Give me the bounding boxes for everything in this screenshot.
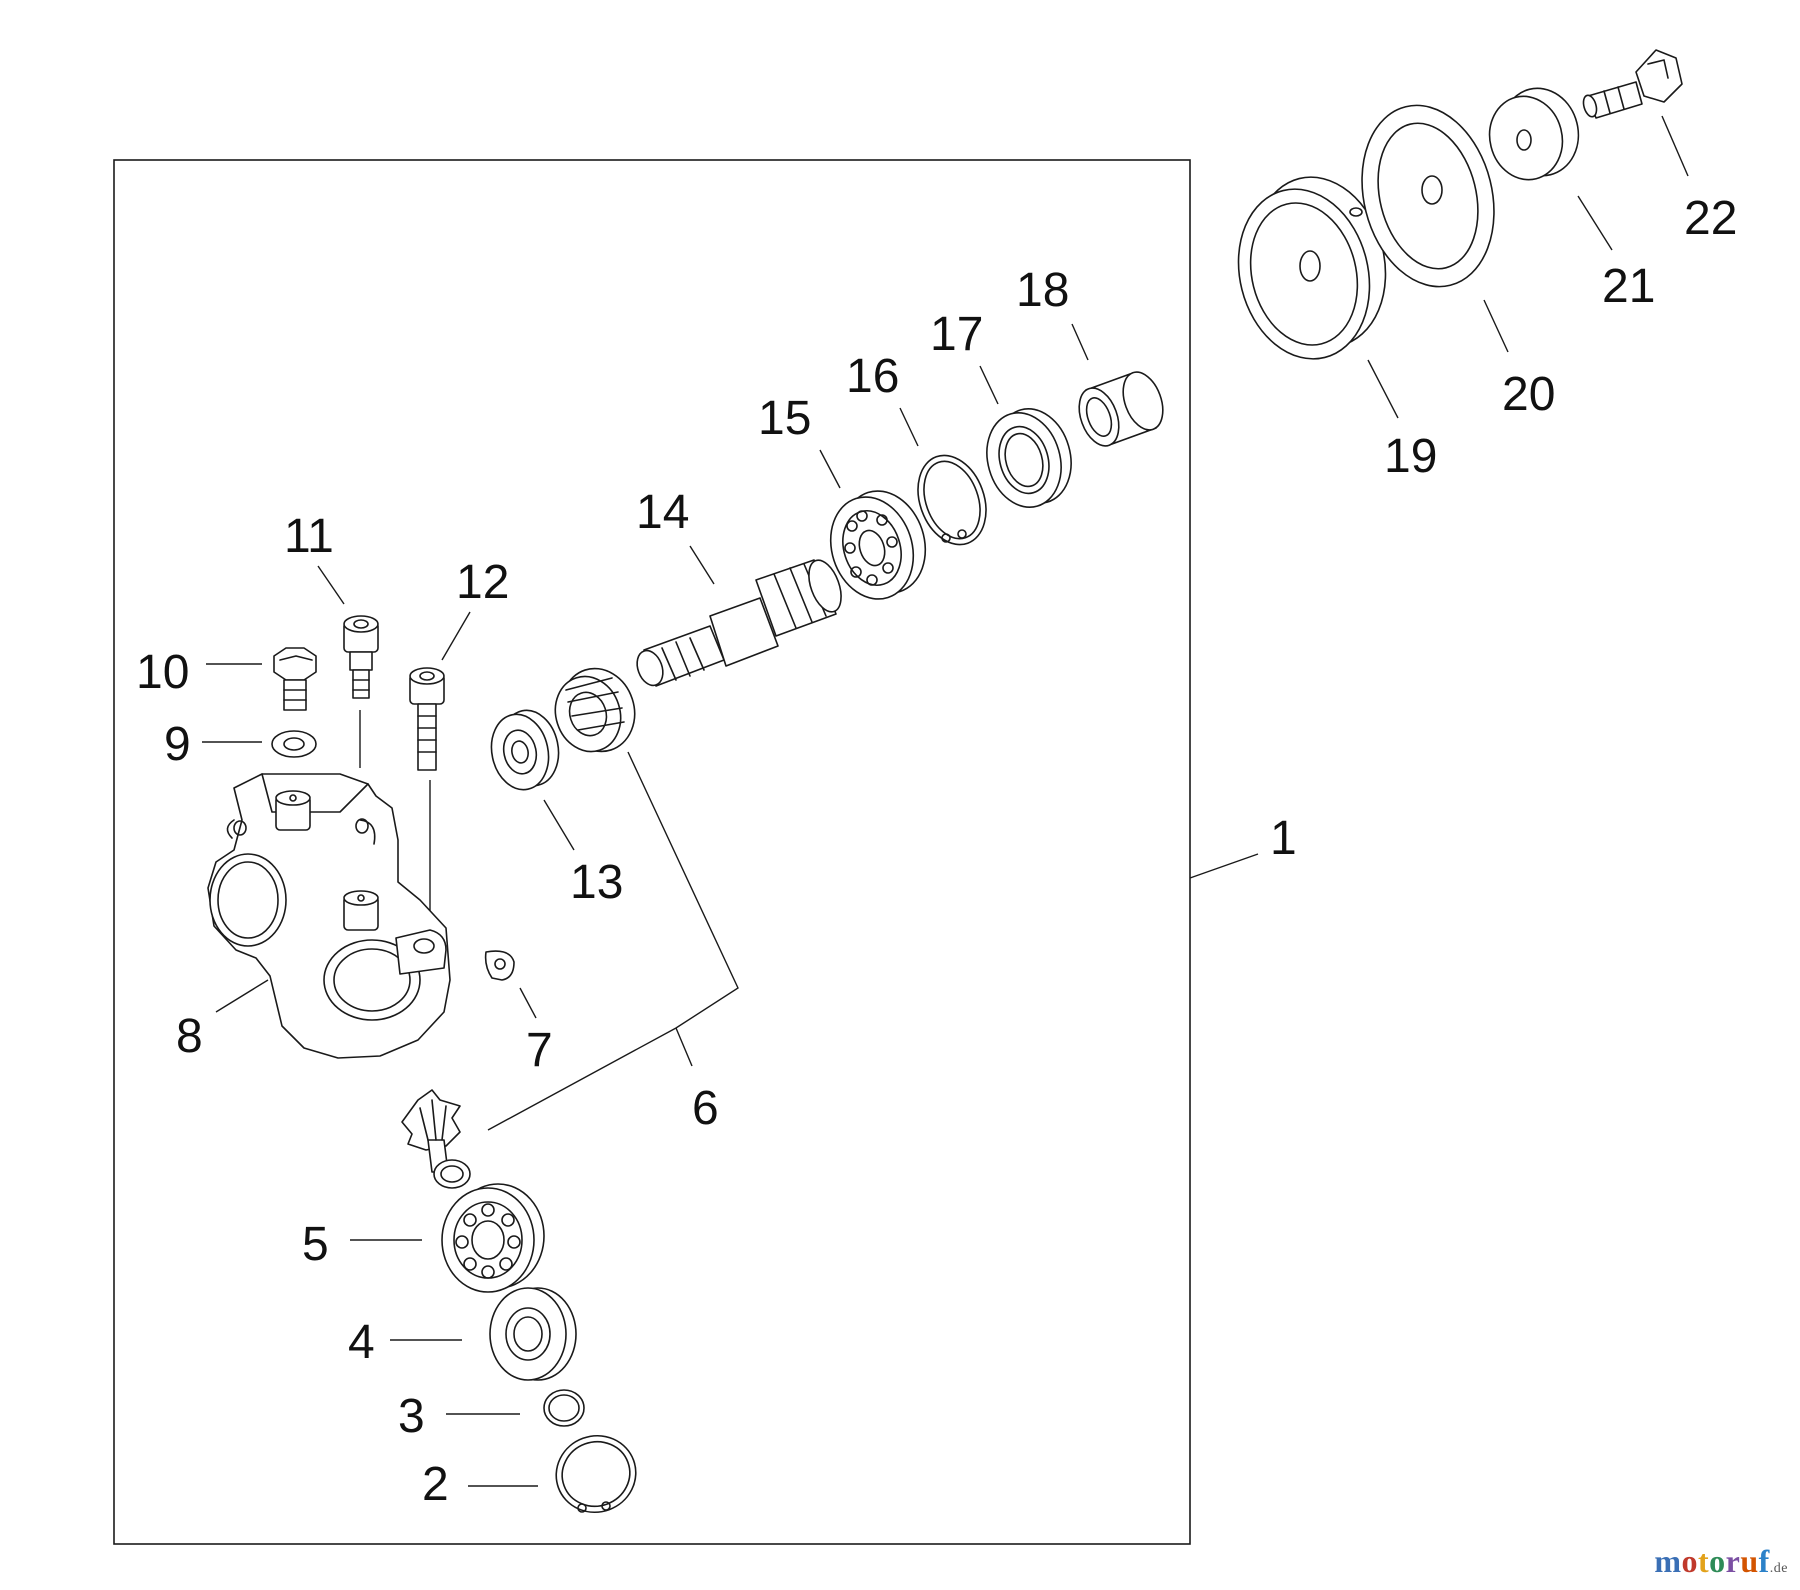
leader-8: [215, 979, 269, 1013]
motoruf-watermark-logo: motoruf.de: [1654, 1543, 1788, 1580]
part-15-ball-bearing: [829, 490, 927, 600]
part-5-ball-bearing: [441, 1183, 545, 1293]
part-7-plate: [484, 950, 515, 981]
part-9-washer: [271, 730, 317, 758]
leader-22: [1661, 115, 1689, 177]
assembly-frame: [113, 159, 1191, 1545]
part-11-socket-screw: [343, 615, 379, 699]
leader-12: [441, 611, 471, 661]
part-18-spacer: [1078, 371, 1164, 447]
callout-12: 12: [456, 556, 509, 609]
callout-6: 6: [692, 1082, 719, 1135]
leader-19: [1367, 359, 1399, 419]
part-4-bearing: [489, 1287, 577, 1381]
leader-17: [979, 365, 999, 405]
leader-lines: [202, 115, 1689, 1487]
callout-15: 15: [758, 392, 811, 445]
leader-15: [819, 449, 841, 489]
leader-7: [519, 987, 537, 1019]
watermark-letter: f: [1758, 1543, 1770, 1579]
callout-16: 16: [846, 350, 899, 403]
watermark-suffix: .de: [1769, 1561, 1788, 1576]
part-16-circlip: [917, 454, 987, 546]
callout-5: 5: [302, 1218, 329, 1271]
callout-10: 10: [136, 646, 189, 699]
callout-2: 2: [422, 1458, 449, 1511]
callout-11: 11: [284, 510, 334, 563]
watermark-letter: t: [1697, 1543, 1710, 1579]
leader-1: [1189, 853, 1259, 879]
watermark-letter: o: [1681, 1543, 1698, 1579]
bearing-balls: [455, 1203, 521, 1279]
leader-6b: [675, 1027, 693, 1067]
part-22-hex-bolt: [1582, 49, 1683, 119]
part-3-ring: [543, 1389, 585, 1427]
callout-22: 22: [1684, 192, 1737, 245]
leader-6: [487, 751, 739, 1131]
callout-18: 18: [1016, 264, 1069, 317]
part-2-circlip: [555, 1434, 637, 1514]
leader-13: [543, 799, 575, 851]
part-6-pinion-gear: [401, 1089, 471, 1189]
part-10-hex-bolt: [273, 647, 317, 711]
callout-14: 14: [636, 486, 689, 539]
part-12-long-screw: [409, 667, 445, 771]
leader-11: [317, 565, 345, 605]
part-6-bevel-gear: [554, 667, 636, 753]
leader-18: [1071, 323, 1089, 361]
callout-3: 3: [398, 1390, 425, 1443]
part-17-oil-seal: [986, 408, 1072, 508]
callout-8: 8: [176, 1010, 203, 1063]
callout-20: 20: [1502, 368, 1555, 421]
callout-9: 9: [164, 718, 191, 771]
callout-19: 19: [1384, 430, 1437, 483]
callout-1: 1: [1270, 812, 1297, 865]
leader-20: [1483, 299, 1509, 353]
callout-21: 21: [1602, 260, 1655, 313]
callout-4: 4: [348, 1316, 375, 1369]
watermark-letter: m: [1654, 1543, 1682, 1579]
watermark-letter: o: [1709, 1543, 1726, 1579]
callout-17: 17: [930, 308, 983, 361]
leader-14: [689, 545, 715, 585]
callout-7: 7: [526, 1024, 553, 1077]
part-8-gear-housing: [207, 773, 451, 1059]
leader-21: [1577, 195, 1613, 251]
part-14-splined-shaft: [636, 559, 842, 687]
watermark-letter: u: [1740, 1543, 1759, 1579]
part-19-blade-flange: [1237, 176, 1387, 360]
part-13-bearing: [490, 709, 560, 791]
callout-13: 13: [570, 856, 623, 909]
watermark-letter: r: [1725, 1543, 1741, 1579]
leader-16: [899, 407, 919, 447]
part-21-washer: [1488, 87, 1580, 181]
part-20-cover-plate: [1361, 104, 1495, 288]
